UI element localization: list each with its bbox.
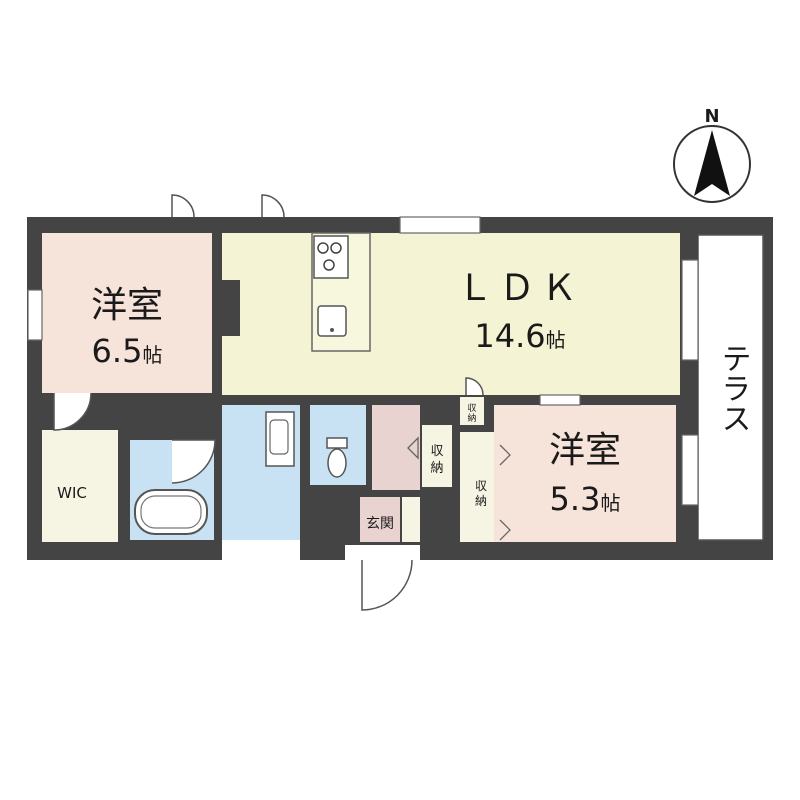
western-room-a: [42, 233, 212, 393]
interior-wall: [212, 233, 222, 405]
ldk-size: 14.6: [474, 317, 545, 355]
washbasin-icon: [265, 411, 295, 467]
small-storage-label-1: 収: [467, 402, 476, 414]
western-room-b: [494, 405, 676, 542]
hall-storage-label-1: 収: [430, 444, 443, 459]
hall-storage: [422, 425, 452, 487]
north-compass: N: [673, 106, 751, 203]
ldk-size-label: 14.6帖: [474, 317, 565, 355]
wic-label: WIC: [57, 484, 87, 502]
western-room-b-size: 5.3: [550, 480, 601, 518]
bedroom-storage: [460, 432, 494, 542]
door-swing: [53, 194, 484, 611]
western-room-a-unit: 帖: [142, 343, 162, 367]
terrace-area: [697, 234, 764, 541]
ldk-room: [222, 233, 680, 395]
toilet-icon: [326, 437, 348, 478]
western-room-a-name: 洋室: [91, 285, 163, 326]
entrance-label: 玄関: [366, 515, 394, 532]
terrace-label: テラス: [716, 343, 751, 433]
bedroom-storage-label-2: 納: [475, 494, 487, 508]
hallway: [372, 405, 420, 490]
entrance-room: [360, 497, 400, 542]
hall-storage-label-2: 納: [430, 461, 443, 476]
compass-north-label: N: [704, 106, 719, 127]
stove-icon: [313, 235, 349, 279]
western-room-b-name: 洋室: [549, 430, 621, 471]
western-room-b-unit: 帖: [600, 491, 620, 515]
window: [27, 216, 699, 506]
interior-wall: [420, 395, 460, 425]
kitchen-sink-icon: [317, 305, 347, 337]
folding-door: [407, 436, 511, 541]
interior-wall: [222, 280, 240, 336]
bathtub-icon: [134, 489, 208, 535]
ldk-unit: 帖: [546, 328, 566, 352]
western-room-a-size: 6.5: [92, 332, 143, 370]
bedroom-storage-label-1: 収: [475, 479, 487, 493]
ldk-name: ＬＤＫ: [457, 268, 583, 309]
shoe-storage: [402, 497, 420, 542]
small-storage-label-2: 納: [467, 412, 476, 424]
wic-room: [42, 430, 118, 542]
western-room-a-size-label: 6.5帖: [92, 332, 163, 370]
western-room-b-size-label: 5.3帖: [550, 480, 621, 518]
small-storage: [460, 397, 484, 425]
